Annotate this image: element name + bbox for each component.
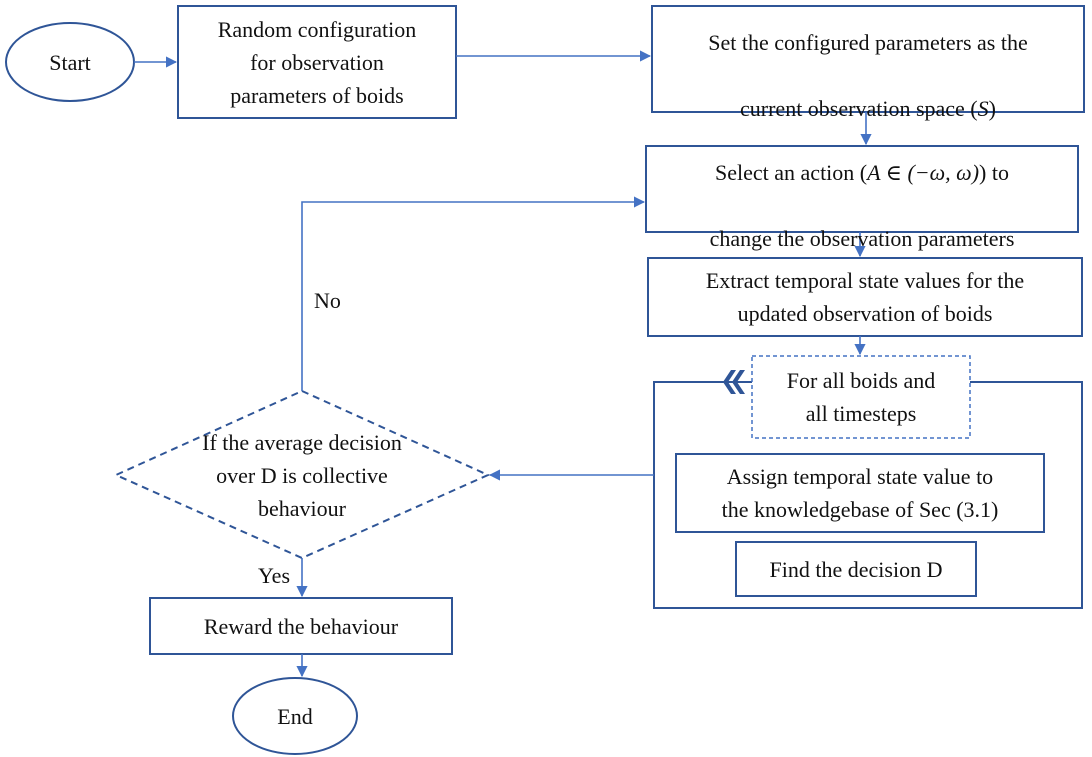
start-label: Start [49,49,91,75]
set-params-line2-prefix: current observation space ( [740,96,978,121]
no-edge-label: No [314,288,341,313]
random-config-label: Random configuration for observation par… [217,16,417,108]
set-params-box [651,5,1085,113]
decision-diamond [113,389,491,560]
select-action-line2: change the observation parameters [709,226,1015,251]
assign-box [675,453,1045,533]
set-params-line2-suffix: ) [988,96,996,121]
decision-label: If the average decision over D is collec… [202,429,402,521]
double-chevron-icon [723,370,745,394]
select-action-box [645,145,1079,233]
for-all-box [751,355,971,439]
random-config-box [177,5,457,119]
action-expression: A ∈ (−ω, ω) [867,160,980,185]
find-decision-box [735,541,977,597]
select-action-prefix: Select an action ( [715,160,868,185]
select-action-label: Select an action (A ∈ (−ω, ω)) to change… [646,146,1078,251]
set-params-line1: Set the configured parameters as the [708,30,1028,55]
arrow-no-loop-back [301,196,646,391]
assign-label: Assign temporal state value to the knowl… [721,464,999,522]
reward-label: Reward the behaviour [203,613,399,639]
yes-edge-label: Yes [258,563,291,588]
extract-label: Extract temporal state values for the up… [705,268,1025,326]
for-all-label: For all boids and all timesteps [786,368,936,426]
extract-box [647,257,1083,337]
reward-box [149,597,453,655]
end-label: End [277,703,313,729]
select-action-suffix: ) to [979,160,1009,185]
find-decision-label: Find the decision D [769,556,943,582]
end-ellipse [232,677,358,755]
observation-space-symbol: S [977,96,989,121]
set-params-label: Set the configured parameters as the cur… [652,6,1084,121]
